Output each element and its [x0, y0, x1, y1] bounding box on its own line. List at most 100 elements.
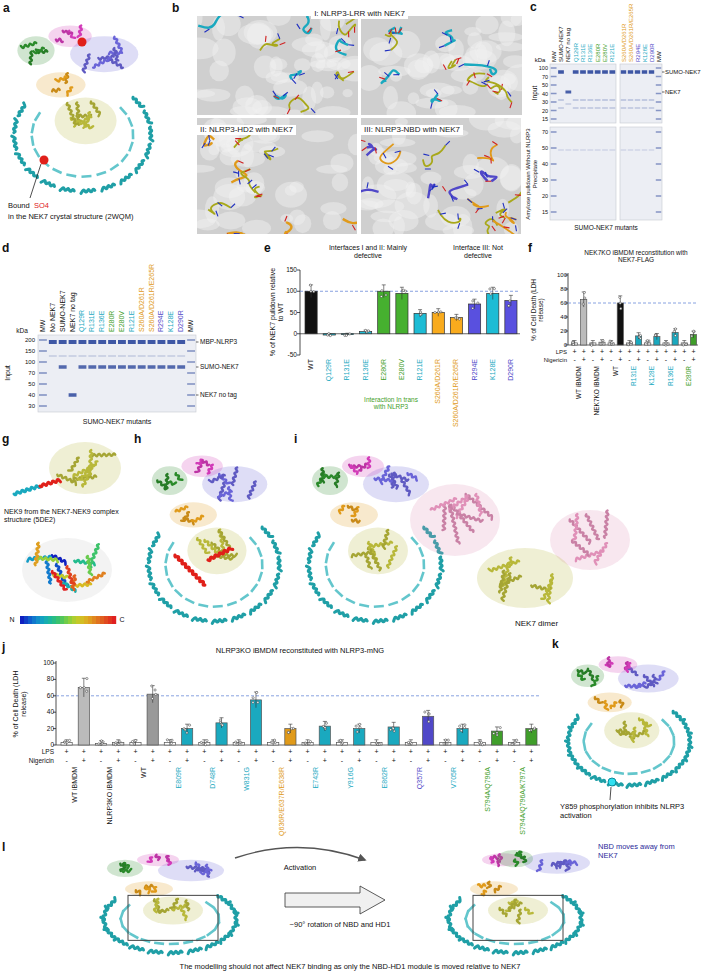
data-point	[428, 721, 430, 723]
side-chain	[398, 28, 402, 33]
helix-ribbon	[121, 174, 131, 184]
condition-sign: +	[65, 748, 69, 756]
helix-ribbon	[653, 675, 658, 683]
data-point	[304, 742, 306, 744]
label: Bound	[8, 202, 30, 211]
protein-structure	[565, 656, 692, 787]
lane-label: R136E	[98, 311, 106, 332]
density-surface	[289, 209, 305, 225]
density-surface	[423, 195, 438, 218]
helix-ribbon	[611, 702, 617, 708]
helix-ribbon	[373, 619, 387, 623]
data-point	[459, 725, 461, 727]
helix-ribbon	[148, 549, 152, 563]
side-chain	[487, 84, 491, 88]
gel-band	[551, 110, 557, 112]
color-bar	[32, 616, 36, 624]
helix-ribbon	[78, 26, 82, 37]
color-bar	[112, 616, 116, 624]
band-tick	[196, 342, 199, 395]
condition-sign: +	[254, 748, 258, 756]
beta-strand	[154, 943, 164, 944]
data-point	[511, 742, 513, 744]
gel-band	[558, 149, 564, 151]
beta-strand	[326, 553, 328, 563]
helix-ribbon	[591, 676, 598, 686]
panel-heading: II: NLRP3-HD2 with NEK7	[197, 125, 296, 135]
nek7-dimer	[410, 484, 630, 608]
gel-band	[49, 340, 57, 344]
gel-band	[138, 365, 146, 369]
beta-strand	[550, 902, 558, 908]
condition-sign: +	[443, 748, 447, 756]
data-point	[472, 307, 474, 309]
backbone-trace	[380, 144, 400, 164]
marker-size: 40	[542, 90, 548, 96]
gel-band	[656, 147, 661, 149]
domain-surface	[181, 455, 222, 477]
data-point	[393, 730, 395, 732]
gel-band	[656, 118, 661, 120]
gel-band	[187, 361, 195, 363]
gel-band	[587, 99, 593, 101]
lane-label: D290R	[648, 43, 655, 62]
data-point	[86, 690, 88, 692]
density-surface	[275, 182, 307, 208]
helix-ribbon	[181, 512, 189, 521]
beta-strand	[34, 148, 39, 157]
helix-ribbon	[460, 514, 482, 521]
data-point	[582, 303, 584, 305]
marker-size: 50	[542, 145, 548, 151]
error-bar	[220, 718, 224, 728]
data-point	[401, 290, 403, 292]
data-point	[390, 729, 392, 731]
condition-sign: +	[133, 748, 137, 756]
side-chain	[492, 141, 497, 144]
helix-ribbon	[67, 103, 76, 124]
data-point	[329, 334, 331, 336]
side-chain	[335, 50, 341, 52]
helix-ribbon	[146, 144, 151, 158]
helix-ribbon	[369, 542, 392, 549]
helix-ribbon	[251, 604, 261, 614]
beta-strand	[110, 164, 118, 170]
helix-ribbon	[359, 464, 367, 471]
helix-ribbon	[41, 181, 55, 187]
category-label: R136E	[362, 359, 370, 380]
tick-label: 60	[47, 692, 54, 699]
side-chain	[484, 80, 490, 82]
data-point	[171, 739, 173, 741]
domain-surface	[70, 36, 138, 72]
error-bar	[400, 287, 404, 299]
data-point	[419, 314, 421, 316]
helix-ribbon	[46, 561, 51, 583]
data-point	[443, 743, 445, 745]
helix-ribbon	[451, 897, 460, 908]
side-chain	[485, 172, 487, 178]
data-point	[590, 344, 592, 346]
helix-ribbon	[60, 188, 74, 192]
gel-band	[69, 355, 77, 357]
gel-band	[98, 340, 106, 344]
gel-band	[118, 355, 126, 357]
side-chain	[280, 43, 286, 45]
helix-ribbon	[219, 530, 230, 546]
backbone-trace	[241, 169, 255, 193]
data-point	[252, 701, 254, 703]
condition-sign: -	[513, 757, 515, 765]
gel-band	[88, 365, 96, 369]
helix-ribbon	[150, 584, 159, 595]
helix-ribbon	[175, 473, 182, 480]
lane-label: E280V	[602, 44, 609, 62]
data-point	[392, 728, 394, 730]
side-chain	[425, 168, 431, 169]
condition-sign: -	[169, 757, 171, 765]
gel	[550, 127, 616, 220]
beta-strand	[240, 594, 248, 600]
lane-label: NEK7 no tag	[69, 292, 77, 332]
data-point	[434, 311, 436, 313]
gel-band	[128, 355, 136, 357]
data-point	[428, 713, 430, 715]
data-point	[68, 739, 70, 741]
gel-band	[580, 99, 586, 101]
